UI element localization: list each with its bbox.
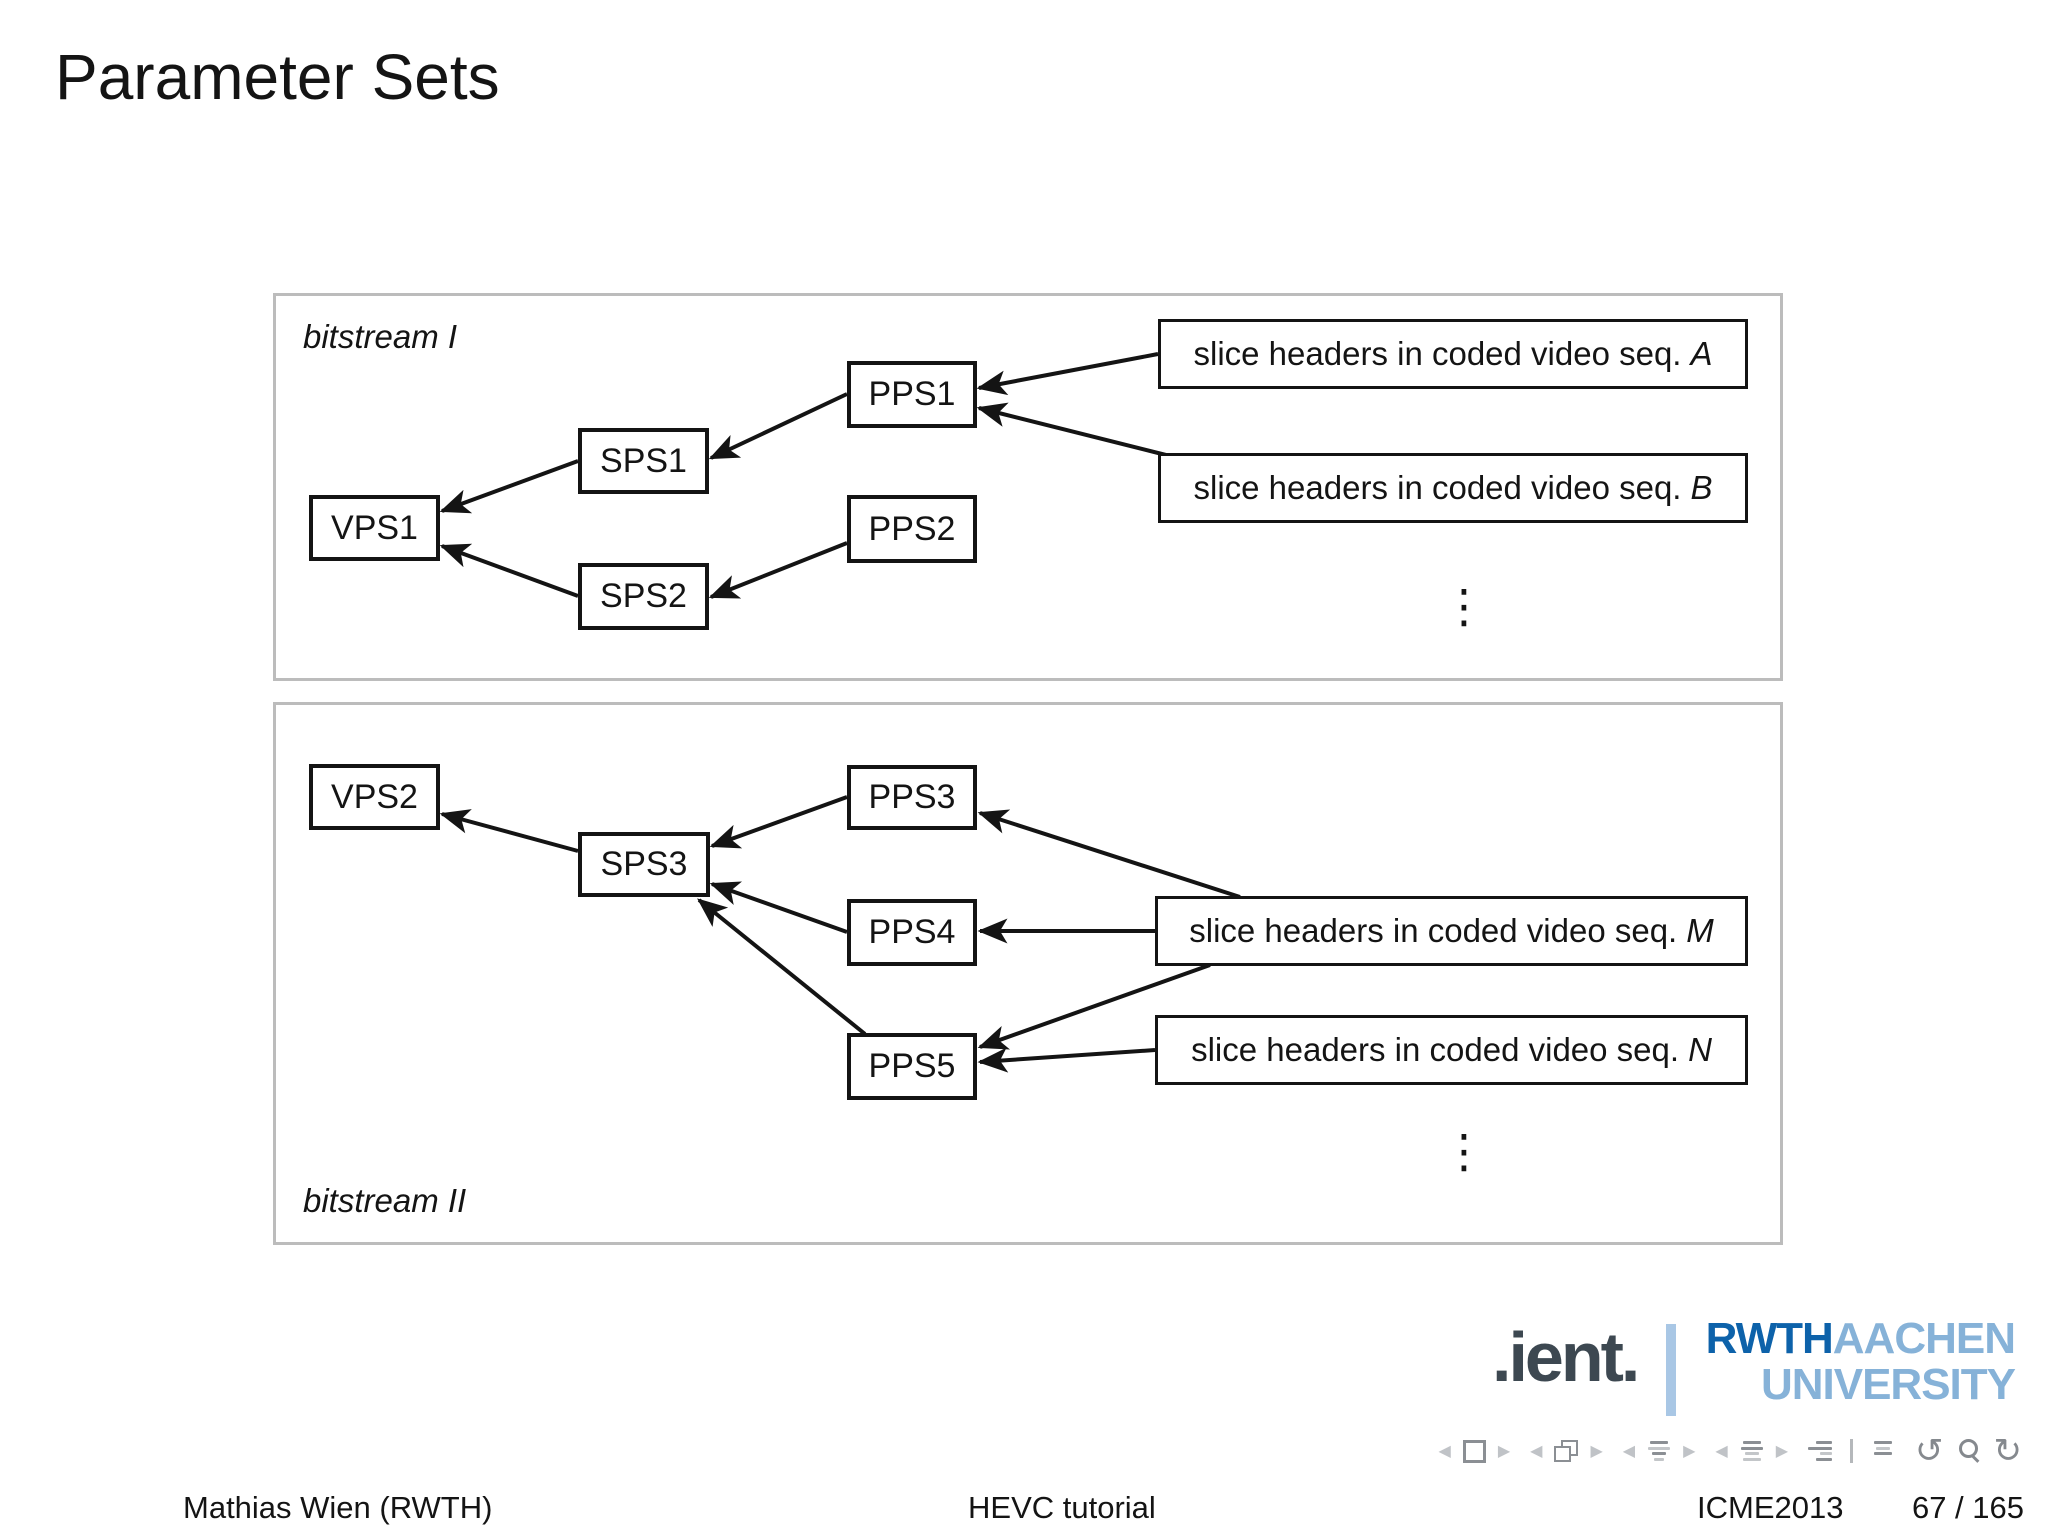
bitstream1-label: bitstream I xyxy=(303,318,458,355)
nav-appendix-group xyxy=(1808,1439,1895,1463)
slice-headers-b-text: slice headers in coded video seq. xyxy=(1193,469,1682,506)
node-vps1: VPS1 xyxy=(309,495,440,561)
page-title: Parameter Sets xyxy=(55,41,500,113)
prev-subsection-icon[interactable]: ◀ xyxy=(1530,1441,1543,1460)
logo-divider-bar xyxy=(1666,1324,1676,1416)
section-outline-icon[interactable] xyxy=(1647,1441,1671,1461)
appendix-icon[interactable] xyxy=(1808,1441,1832,1461)
slice-headers-n-box: slice headers in coded video seq. N xyxy=(1155,1015,1748,1085)
slice-headers-m-seq: M xyxy=(1686,912,1714,949)
arrow-pps2-to-sps2 xyxy=(708,541,848,599)
footer-page-number: 67 / 165 xyxy=(1911,1490,2024,1525)
next-frame-icon[interactable]: ▶ xyxy=(1497,1441,1511,1460)
arrow-pps5-to-sps3 xyxy=(697,898,867,1036)
nav-divider xyxy=(1850,1439,1853,1463)
beamer-navigation-bar: ◀ ▶ ◀ ▶ ◀ ▶ ◀ ▶ ↺ ↻ xyxy=(1419,1434,2023,1468)
next-section-icon[interactable]: ▶ xyxy=(1683,1441,1696,1460)
university-logo-text: UNIVERSITY xyxy=(1760,1360,2016,1409)
bitstream2-panel xyxy=(273,702,1783,1245)
slice-headers-a-seq: A xyxy=(1690,335,1713,372)
nav-section-group: ◀ ▶ xyxy=(1622,1441,1696,1461)
arrow-sliceN-to-pps5 xyxy=(977,1047,1156,1073)
node-pps5: PPS5 xyxy=(847,1033,977,1100)
arrow-sps2-to-vps1 xyxy=(439,543,579,598)
nav-subsection-group: ◀ ▶ xyxy=(1530,1440,1603,1462)
slice-headers-n-text: slice headers in coded video seq. xyxy=(1191,1031,1680,1068)
footer-conference: ICME2013 xyxy=(1697,1490,1844,1525)
node-sps2: SPS2 xyxy=(578,563,709,630)
arrow-sliceM-to-pps5 xyxy=(977,963,1211,1050)
slice-headers-b-box: slice headers in coded video seq. B xyxy=(1158,453,1748,523)
slice-headers-b-seq: B xyxy=(1690,469,1713,506)
go-back-icon[interactable]: ↺ xyxy=(1915,1431,1944,1471)
next-presentation-icon[interactable]: ▶ xyxy=(1775,1441,1788,1460)
bitstream2-label: bitstream II xyxy=(303,1182,467,1219)
presentation-outline-icon[interactable] xyxy=(1740,1441,1764,1461)
rwth-logo-text: RWTH xyxy=(1705,1314,1834,1363)
footer-talk-title: HEVC tutorial xyxy=(968,1490,1156,1525)
slice-headers-a-box: slice headers in coded video seq. A xyxy=(1158,319,1748,389)
prev-frame-icon[interactable]: ◀ xyxy=(1438,1441,1451,1460)
slice-headers-n-seq: N xyxy=(1688,1031,1712,1068)
nav-history-group: ↺ ↻ xyxy=(1915,1434,2022,1468)
rwth-aachen-logo: RWTHAACHEN UNIVERSITY xyxy=(1705,1314,2016,1409)
footer-author: Mathias Wien (RWTH) xyxy=(183,1490,493,1525)
ient-logo: .ient. xyxy=(1492,1318,1640,1396)
prev-presentation-icon[interactable]: ◀ xyxy=(1715,1441,1728,1460)
document-end-icon[interactable] xyxy=(1871,1441,1895,1461)
slice-headers-m-text: slice headers in coded video seq. xyxy=(1189,912,1678,949)
arrow-pps4-to-sps3 xyxy=(709,881,848,934)
subsection-frames-icon[interactable] xyxy=(1554,1440,1579,1462)
next-subsection-icon[interactable]: ▶ xyxy=(1590,1441,1603,1460)
nav-frame-group: ◀ ▶ xyxy=(1438,1439,1511,1463)
arrow-pps1-to-sps1 xyxy=(708,392,848,460)
prev-section-icon[interactable]: ◀ xyxy=(1622,1441,1636,1460)
node-sps3: SPS3 xyxy=(578,832,710,897)
arrow-sps3-to-vps2 xyxy=(439,809,579,853)
arrow-pps3-to-sps3 xyxy=(709,795,848,849)
node-pps3: PPS3 xyxy=(847,765,977,830)
go-forward-icon[interactable]: ↻ xyxy=(1993,1431,2023,1471)
slice-headers-m-box: slice headers in coded video seq. M xyxy=(1155,896,1748,966)
bitstream2-ellipsis: ⋮ xyxy=(1441,1124,1487,1178)
arrow-sliceM-to-pps3 xyxy=(977,809,1241,899)
search-icon[interactable] xyxy=(1956,1438,1982,1464)
arrow-sps1-to-vps1 xyxy=(439,459,579,514)
node-pps2: PPS2 xyxy=(847,495,977,563)
node-pps4: PPS4 xyxy=(847,899,977,966)
frame-icon[interactable] xyxy=(1462,1439,1486,1463)
bitstream1-ellipsis: ⋮ xyxy=(1441,579,1487,633)
arrow-sliceB-to-pps1 xyxy=(976,402,1167,457)
node-vps2: VPS2 xyxy=(309,764,440,830)
node-pps1: PPS1 xyxy=(847,361,977,428)
arrow-sliceA-to-pps1 xyxy=(976,352,1159,396)
node-sps1: SPS1 xyxy=(578,428,709,494)
aachen-logo-text: AACHEN xyxy=(1832,1314,2016,1363)
slice-headers-a-text: slice headers in coded video seq. xyxy=(1193,335,1682,372)
nav-presentation-group: ◀ ▶ xyxy=(1715,1441,1788,1461)
